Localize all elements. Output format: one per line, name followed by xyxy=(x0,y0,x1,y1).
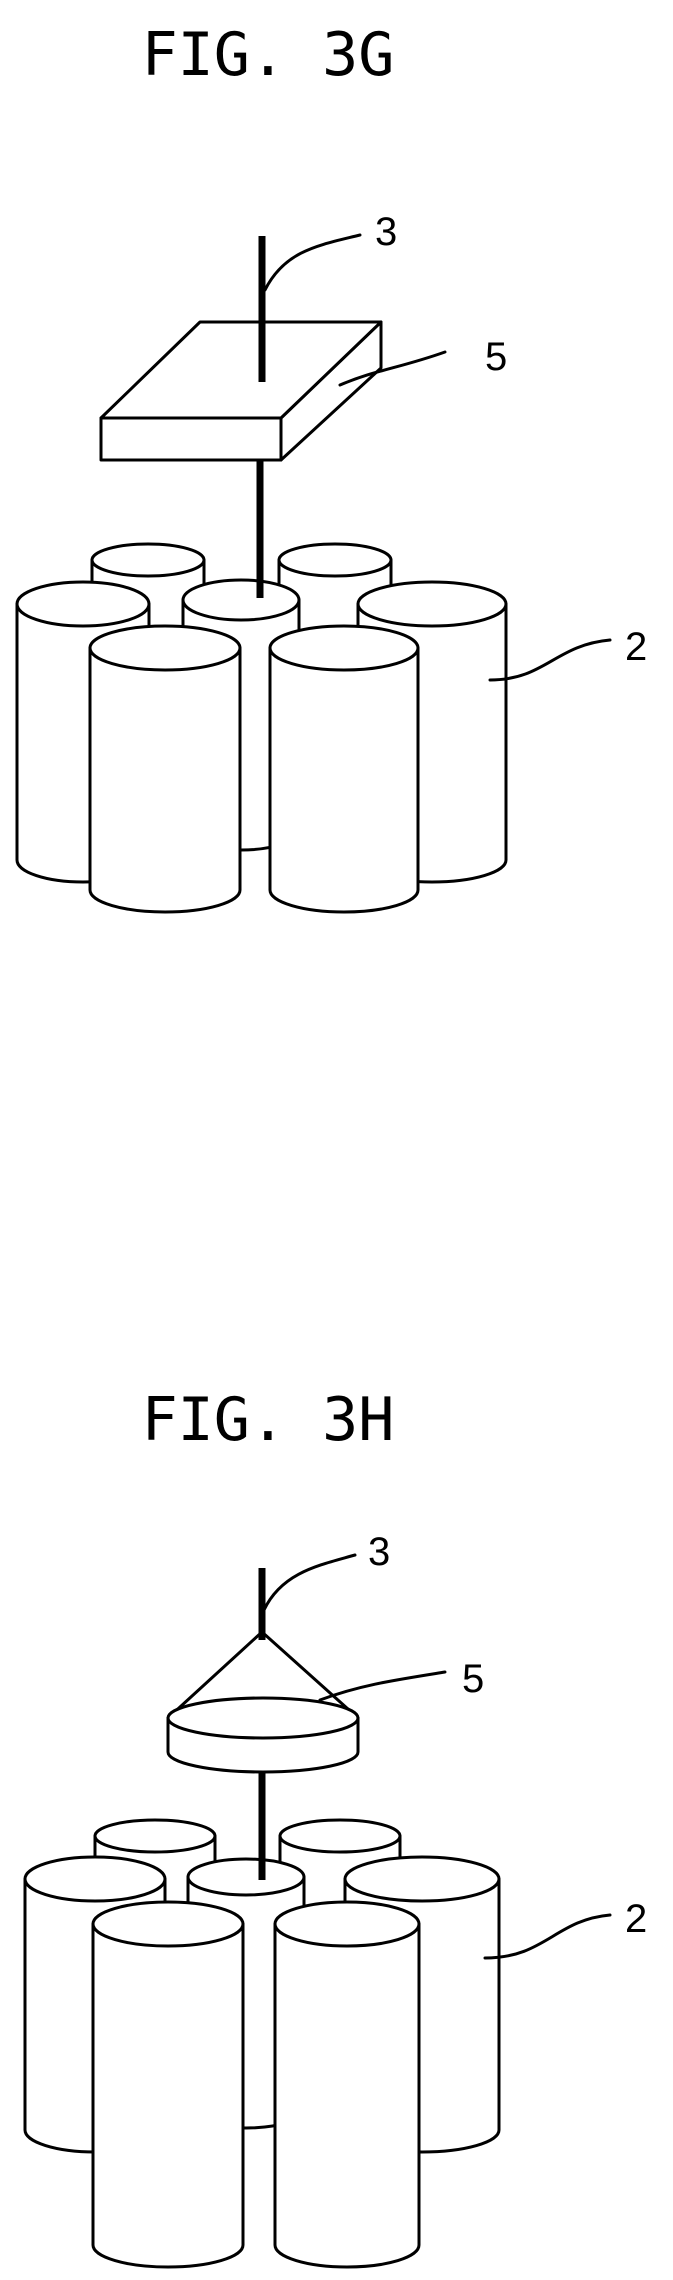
cover-block xyxy=(101,322,381,460)
cylinder-front-right xyxy=(275,1902,419,2267)
label-cover: 5 xyxy=(462,1657,484,1701)
cylinder-front-left xyxy=(90,626,240,912)
label-cylinders: 2 xyxy=(625,625,647,669)
cover-cone xyxy=(168,1632,358,1772)
figure-3g: FIG. 3G xyxy=(17,20,647,912)
leader-line-rod xyxy=(264,1555,355,1610)
label-rod: 3 xyxy=(375,210,397,254)
cylinder-front-left xyxy=(93,1902,243,2267)
leader-line-cover xyxy=(320,1672,445,1700)
label-cylinders: 2 xyxy=(625,1897,647,1941)
figure-3h: FIG. 3H xyxy=(25,1385,647,2267)
leader-line-cylinders xyxy=(485,1915,610,1958)
label-rod: 3 xyxy=(368,1530,390,1574)
figure-title: FIG. 3H xyxy=(142,1385,395,1455)
figure-title: FIG. 3G xyxy=(142,20,395,90)
leader-line-rod xyxy=(265,235,360,290)
cylinder-front-right xyxy=(270,626,418,912)
leader-line-cylinders xyxy=(490,640,610,680)
label-cover: 5 xyxy=(485,335,507,379)
